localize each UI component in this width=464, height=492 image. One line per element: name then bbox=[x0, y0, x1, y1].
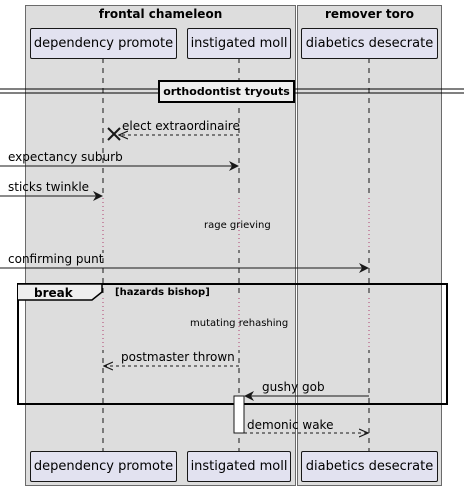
participant-diabetics-desecrate-bottom: diabetics desecrate bbox=[301, 451, 438, 482]
message-label-gushy-gob: gushy gob bbox=[262, 380, 325, 394]
participant-dependency-promote-top: dependency promote bbox=[30, 28, 177, 59]
message-label-sticks-twinkle: sticks twinkle bbox=[8, 180, 90, 194]
participant-instigated-moll-top: instigated moll bbox=[187, 28, 291, 59]
message-label-elect-extraordinaire: elect extraordinaire bbox=[122, 119, 240, 133]
break-frame bbox=[17, 283, 448, 405]
break-condition: [hazards bishop] bbox=[115, 287, 210, 298]
break-tab bbox=[18, 283, 103, 301]
group-title-frontal-chameleon: frontal chameleon bbox=[98, 7, 223, 21]
delay-label-mutating-rehashing: mutating rehashing bbox=[190, 318, 289, 329]
group-title-remover-toro: remover toro bbox=[324, 7, 414, 21]
message-label-postmaster-thrown: postmaster thrown bbox=[121, 350, 235, 364]
activation-instigated-moll bbox=[233, 395, 245, 434]
message-label-confirming-punt: confirming punt bbox=[8, 252, 104, 266]
divider-label: orthodontist tryouts bbox=[158, 80, 295, 103]
destroy-x-icon bbox=[107, 127, 121, 141]
participant-diabetics-desecrate-top: diabetics desecrate bbox=[301, 28, 438, 59]
participant-instigated-moll-bottom: instigated moll bbox=[187, 451, 291, 482]
participant-dependency-promote-bottom: dependency promote bbox=[30, 451, 177, 482]
message-label-demonic-wake: demonic wake bbox=[247, 418, 334, 432]
message-label-expectancy-suburb: expectancy suburb bbox=[8, 150, 123, 164]
break-keyword: break bbox=[34, 286, 73, 300]
delay-label-rage-grieving: rage grieving bbox=[204, 220, 271, 231]
